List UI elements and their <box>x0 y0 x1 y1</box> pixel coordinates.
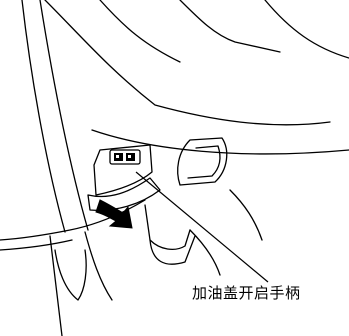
lower-dash-edge <box>91 129 349 155</box>
pull-direction-arrow-icon <box>95 199 133 229</box>
seat-bolster-edge <box>84 231 113 301</box>
door-frame-outer-edge <box>21 0 66 233</box>
floor-line <box>0 239 73 251</box>
dashboard-upper-line-1 <box>44 0 331 126</box>
callout-leader-line <box>135 171 269 283</box>
pedal-bracket-bottom <box>149 235 196 265</box>
pedal-right-edge <box>189 229 221 276</box>
dashboard-upper-line-2 <box>99 0 181 63</box>
fuel-lid-release-lever-icon <box>114 153 135 161</box>
hood-release-handle <box>177 137 228 186</box>
lever-switch-plate <box>109 149 141 165</box>
steering-column-edge <box>229 189 263 241</box>
door-frame-inner-edge <box>39 0 89 231</box>
fuel-lid-release-label: 加油盖开启手柄 <box>192 284 301 302</box>
hood-release-handle-inner <box>187 145 221 179</box>
dashboard-upper-line-3 <box>179 0 281 53</box>
door-sill-line <box>49 235 63 336</box>
dashboard-right-curve <box>264 0 349 59</box>
seat-bolster-outline <box>54 249 87 301</box>
lever-housing-outline <box>93 144 153 196</box>
